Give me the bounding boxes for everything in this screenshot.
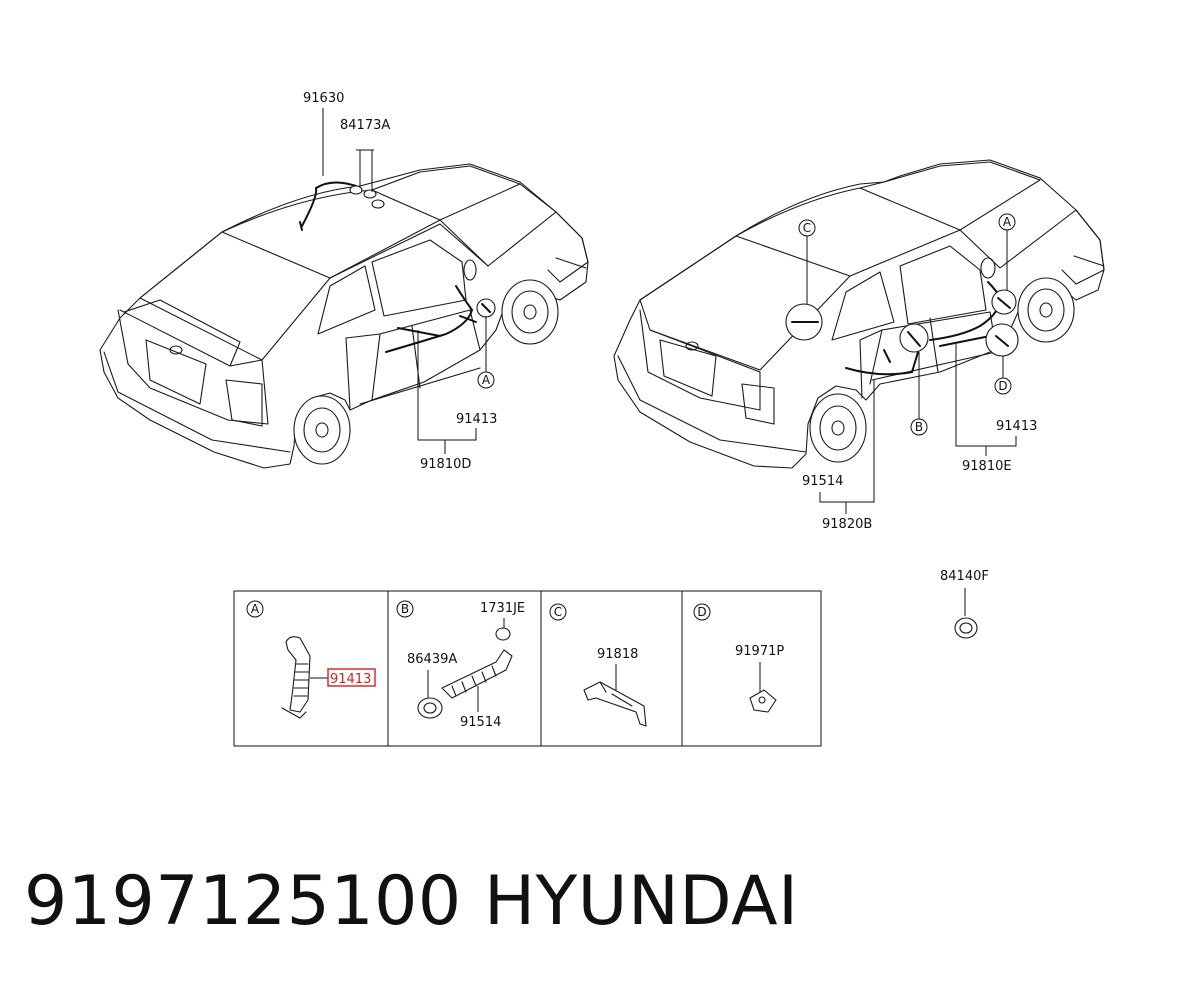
left-car-illustration — [99, 163, 589, 469]
panel-b-part-91514: 91514 — [460, 715, 501, 730]
label-84173A: 84173A — [340, 118, 390, 133]
panel-d-part-91971P: 91971P — [735, 644, 784, 659]
label-84140F: 84140F — [940, 569, 989, 584]
label-91514-right: 91514 — [802, 474, 843, 489]
label-91413-right: 91413 — [996, 419, 1037, 434]
circle-ref-d: D — [998, 379, 1007, 393]
highlighted-part-box — [327, 668, 376, 687]
footer-brand: HYUNDAI — [484, 862, 799, 941]
footer-part-number: 9197125100 — [24, 862, 462, 941]
circle-ref-a-left: A — [482, 373, 491, 387]
detail-panel-a: A 91413 — [246, 600, 376, 719]
circle-ref-b: B — [915, 420, 923, 434]
panel-c-letter: C — [554, 605, 562, 619]
panel-a-letter: A — [251, 602, 260, 616]
panel-b-part-86439A: 86439A — [407, 652, 457, 667]
roof-clips — [349, 185, 385, 209]
label-91820B: 91820B — [822, 517, 872, 532]
circle-ref-c: C — [803, 221, 811, 235]
detail-panels: A 91413 B 1731JE 86439A 91514 — [233, 590, 822, 747]
label-91630: 91630 — [303, 91, 344, 106]
detail-panel-b: B 1731JE 86439A 91514 — [396, 600, 525, 730]
panel-b-letter: B — [401, 602, 409, 616]
panel-d-letter: D — [697, 605, 706, 619]
circle-ref-a-right: A — [1003, 215, 1012, 229]
left-callouts: 91630 84173A A 91413 91810D — [303, 91, 497, 472]
label-91413-left: 91413 — [456, 412, 497, 427]
panel-a-part-91413: 91413 — [330, 672, 371, 687]
panel-b-part-1731JE: 1731JE — [480, 601, 525, 616]
right-magnifier-circles — [785, 289, 1019, 357]
detail-panel-c: C 91818 — [549, 603, 647, 727]
label-91810E: 91810E — [962, 459, 1012, 474]
right-callouts: C A D B 91413 91810E 91514 91820B 84140F — [798, 213, 1037, 639]
label-91810D: 91810D — [420, 457, 471, 472]
panel-c-part-91818: 91818 — [597, 647, 638, 662]
detail-panel-d: D 91971P — [693, 603, 784, 713]
right-car-illustration — [613, 159, 1105, 469]
